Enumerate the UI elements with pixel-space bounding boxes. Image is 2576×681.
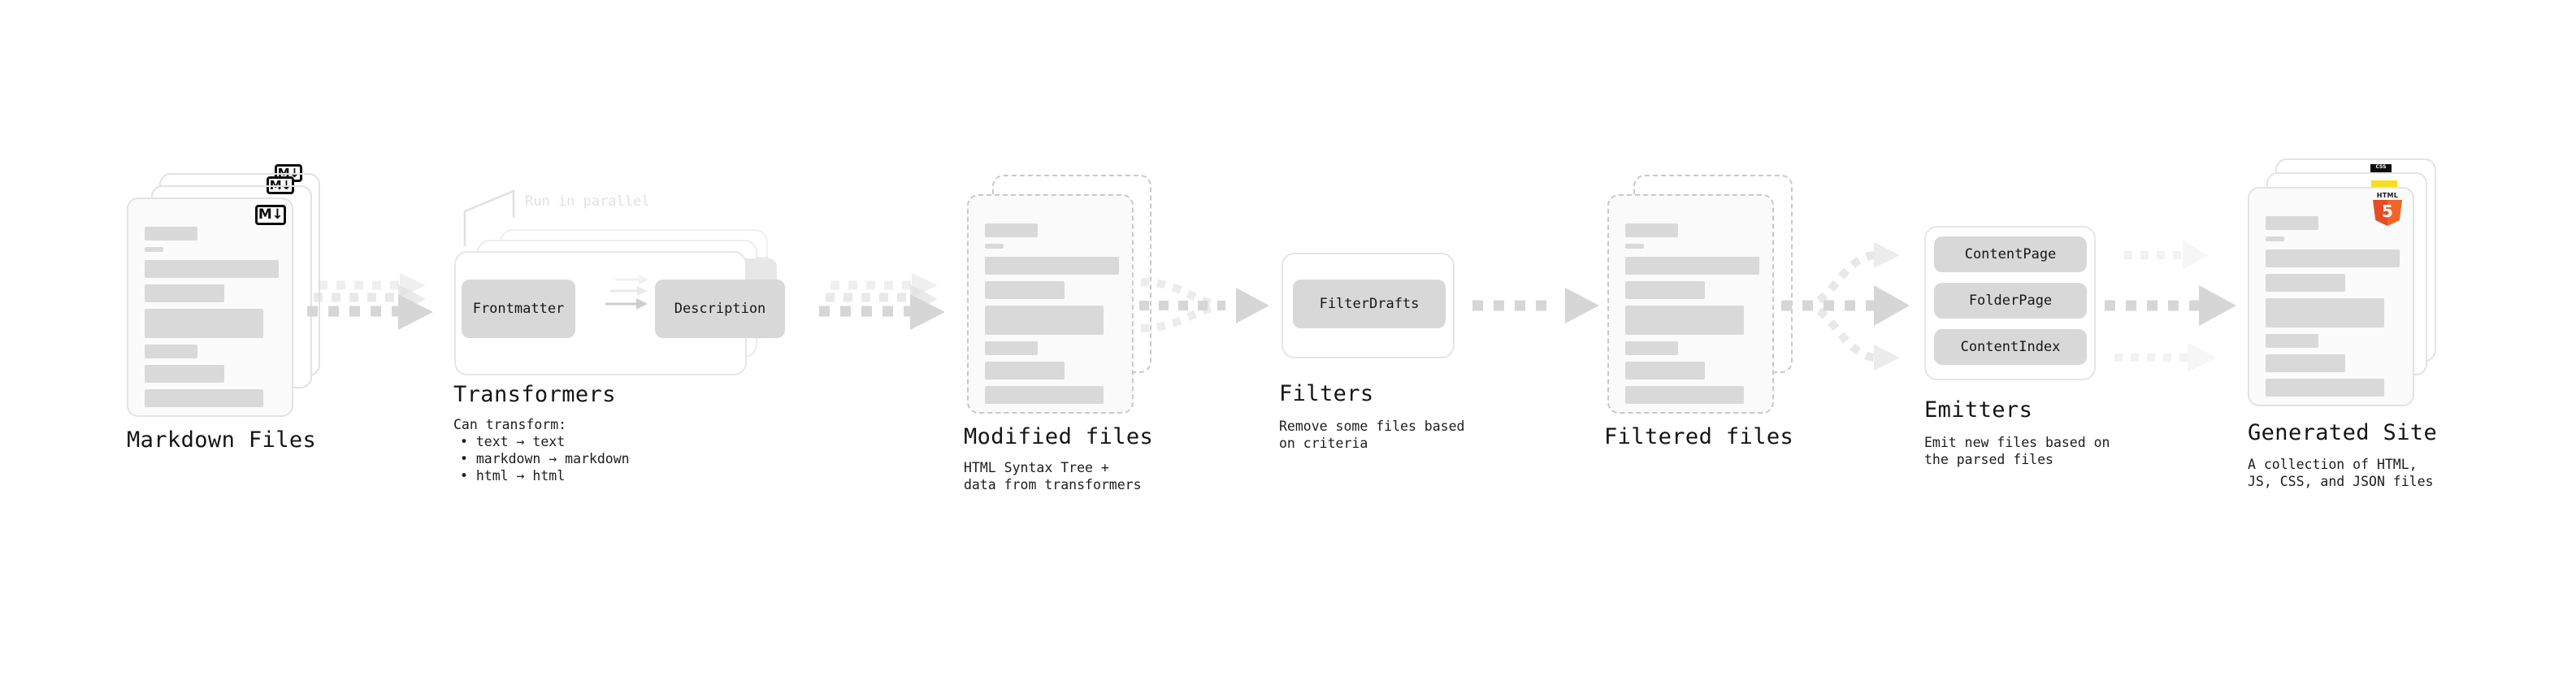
transformers-subtitle: Can transform:: [453, 417, 567, 432]
skeleton-line: [985, 362, 1065, 380]
transformer-chip-frontmatter[interactable]: Frontmatter: [462, 280, 575, 338]
skeleton-line: [985, 244, 1004, 249]
filter-chip-filterdrafts[interactable]: FilterDrafts: [1293, 280, 1446, 328]
bullet-item: • html → html: [460, 468, 566, 484]
stage-title-generated-site: Generated Site: [2248, 420, 2438, 445]
skeleton-line: [2266, 354, 2345, 372]
site-card-skeleton: [2266, 216, 2400, 403]
chip-label: FilterDrafts: [1319, 296, 1420, 312]
skeleton-line: [1625, 257, 1759, 275]
html5-shield-highlight: [2387, 200, 2402, 226]
skeleton-line: [2266, 216, 2318, 230]
stage-title-filters: Filters: [1279, 381, 1374, 406]
skeleton-line: [1625, 223, 1678, 237]
skeleton-line: [145, 247, 163, 252]
transformers-bullets: • text → text • markdown → markdown • ht…: [460, 433, 630, 484]
skeleton-line: [985, 306, 1104, 335]
filtered-card-skeleton: [1625, 223, 1759, 410]
modified-card-skeleton: [985, 223, 1119, 410]
skeleton-line: [1625, 244, 1644, 249]
chip-label: FolderPage: [1968, 293, 2053, 309]
markdown-badge-text: M↓: [269, 177, 292, 193]
filtered-card-front: [1607, 194, 1774, 414]
bullet-item: • markdown → markdown: [460, 451, 630, 466]
modified-card-front: [967, 194, 1134, 414]
markdown-card-skeleton: [145, 227, 279, 414]
skeleton-line: [1625, 341, 1678, 355]
skeleton-line: [2266, 334, 2318, 348]
skeleton-line: [2266, 236, 2284, 241]
chip-label: ContentPage: [1964, 246, 2057, 262]
skeleton-line: [1625, 281, 1705, 299]
chip-label: ContentIndex: [1960, 339, 2061, 355]
stage-title-markdown-files: Markdown Files: [127, 427, 317, 453]
skeleton-line: [985, 281, 1065, 299]
skeleton-line: [145, 389, 263, 407]
emitter-chip-contentpage[interactable]: ContentPage: [1934, 236, 2087, 272]
skeleton-line: [145, 309, 263, 338]
skeleton-line: [145, 345, 197, 358]
chip-label: Description: [674, 301, 766, 317]
skeleton-line: [2266, 274, 2345, 292]
transformer-chip-description[interactable]: Description: [655, 280, 785, 338]
filters-subtitle: Remove some files based on criteria: [1279, 419, 1465, 451]
markdown-badge-text: M↓: [258, 206, 284, 223]
html5-badge-label: HTML: [2376, 192, 2399, 199]
skeleton-line: [2266, 249, 2400, 267]
bullet-item: • text → text: [460, 434, 566, 449]
html5-badge: HTML 5: [2373, 192, 2402, 226]
emitters-subtitle: Emit new files based on the parsed files: [1924, 435, 2110, 467]
skeleton-line: [145, 260, 279, 278]
stage-title-transformers: Transformers: [453, 382, 616, 407]
skeleton-line: [145, 227, 197, 241]
skeleton-line: [985, 386, 1104, 404]
css-badge-text: CSS: [2375, 164, 2387, 170]
skeleton-line: [985, 223, 1038, 237]
run-in-parallel-label: Run in parallel: [525, 193, 650, 210]
skeleton-line: [1625, 306, 1744, 335]
skeleton-line: [1625, 362, 1705, 380]
html5-badge-number: 5: [2382, 202, 2393, 221]
skeleton-line: [2266, 298, 2384, 327]
skeleton-line: [145, 365, 224, 383]
chip-label: Frontmatter: [472, 301, 565, 317]
markdown-badge-text: M↓: [277, 165, 300, 180]
skeleton-line: [1625, 386, 1744, 404]
markdown-card-front: [127, 197, 293, 417]
modified-files-subtitle: HTML Syntax Tree + data from transformer…: [964, 460, 1142, 492]
skeleton-line: [985, 257, 1119, 275]
stage-title-emitters: Emitters: [1924, 397, 2033, 423]
stage-title-filtered-files: Filtered files: [1604, 424, 1794, 449]
skeleton-line: [145, 284, 224, 302]
emitter-chip-folderpage[interactable]: FolderPage: [1934, 283, 2087, 319]
skeleton-line: [985, 341, 1038, 355]
emitter-chip-contentindex[interactable]: ContentIndex: [1934, 329, 2087, 365]
markdown-badge-front: M↓: [255, 205, 286, 225]
generated-site-subtitle: A collection of HTML, JS, CSS, and JSON …: [2248, 457, 2434, 489]
stage-title-modified-files: Modified files: [964, 424, 1154, 449]
skeleton-line: [2266, 379, 2384, 397]
